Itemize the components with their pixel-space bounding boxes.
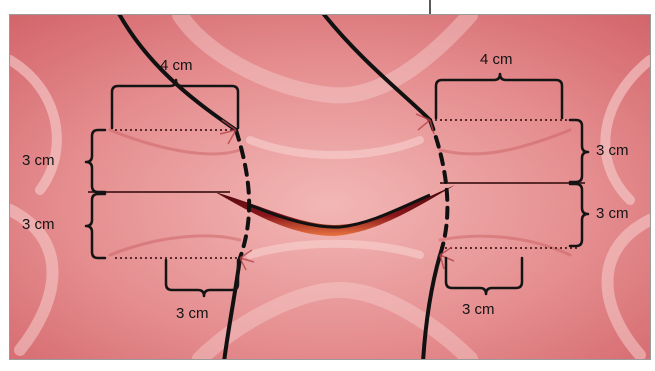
bottom-left-width-label: 3 cm xyxy=(176,306,209,321)
right-upper-height-label: 3 cm xyxy=(596,143,629,158)
top-left-width-label: 4 cm xyxy=(160,58,193,73)
left-lower-height-label: 3 cm xyxy=(22,217,55,232)
top-right-width-label: 4 cm xyxy=(480,52,513,67)
tissue-background xyxy=(10,15,650,359)
left-upper-height-label: 3 cm xyxy=(22,153,55,168)
bottom-right-width-label: 3 cm xyxy=(462,302,495,317)
right-lower-height-label: 3 cm xyxy=(596,206,629,221)
